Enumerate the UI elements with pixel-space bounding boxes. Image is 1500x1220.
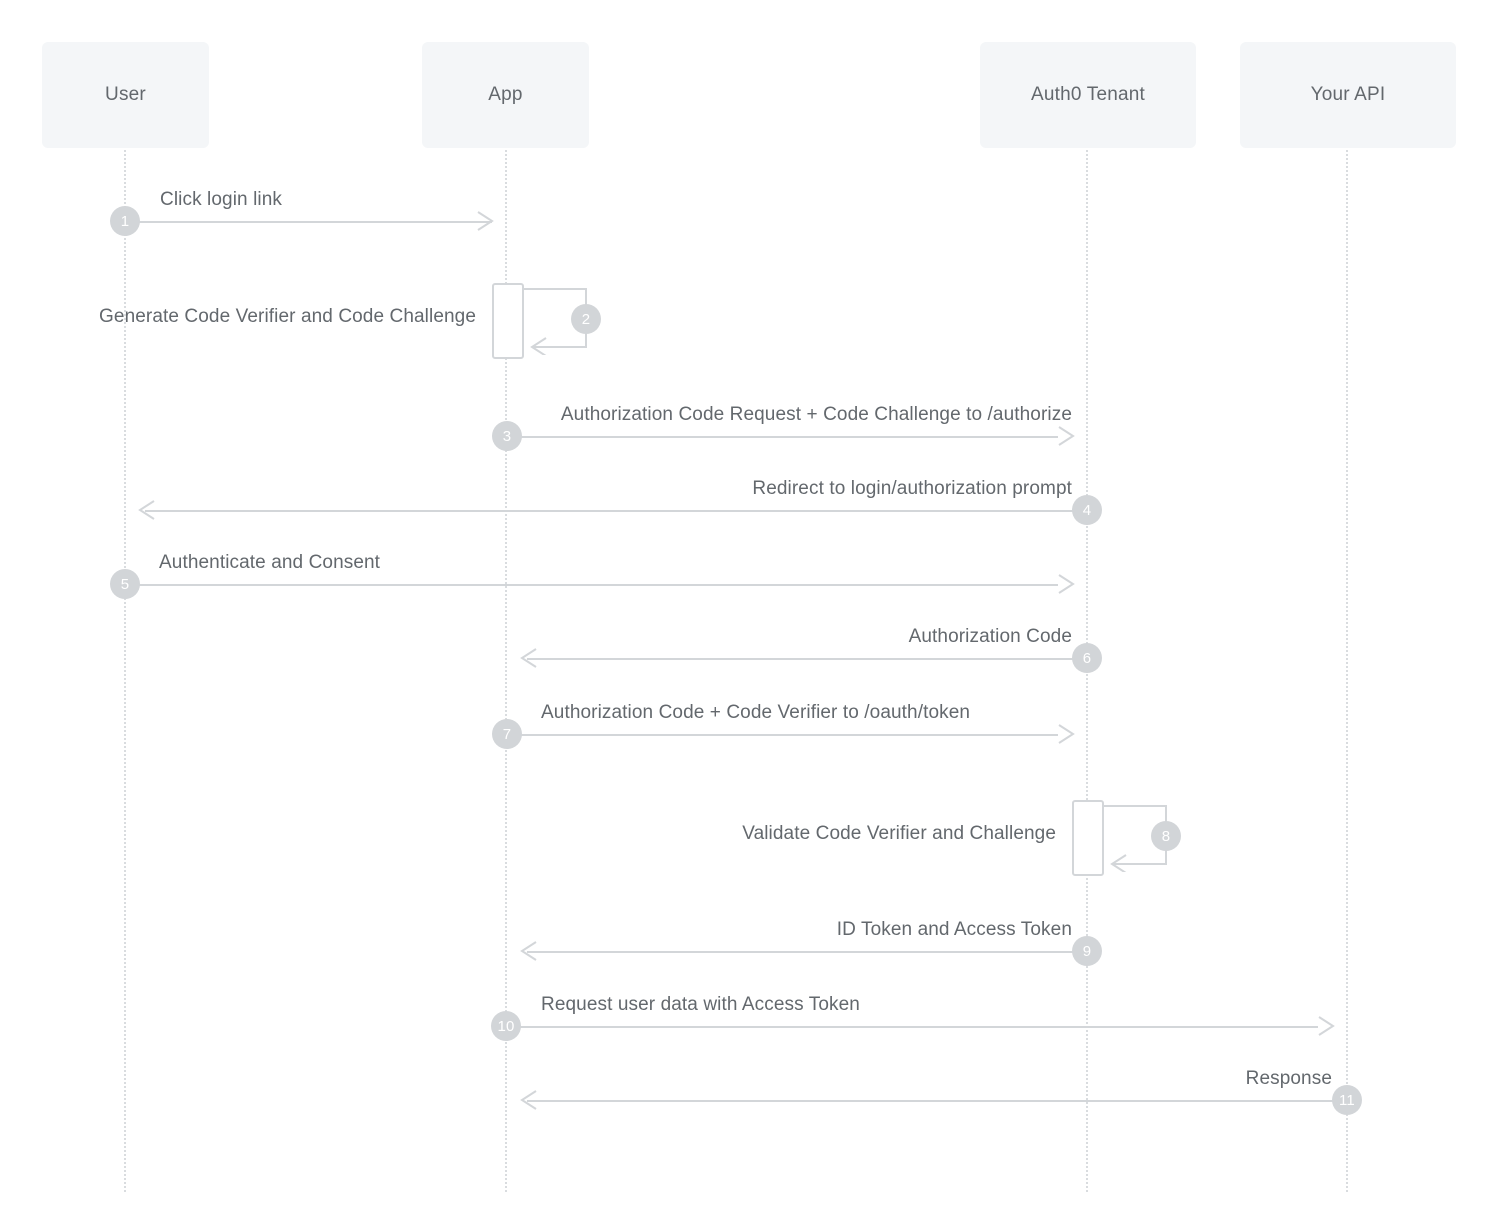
message-arrow-11 <box>527 1100 1347 1102</box>
message-label-8: Validate Code Verifier and Challenge <box>742 823 1056 844</box>
participant-label-auth0-tenant: Auth0 Tenant <box>1030 84 1146 105</box>
message-label-4: Redirect to login/authorization prompt <box>752 478 1072 499</box>
message-arrow-1 <box>124 221 492 223</box>
message-arrow-9 <box>527 951 1087 953</box>
step-badge-3: 3 <box>492 421 522 451</box>
participant-label-user: User <box>105 84 146 105</box>
step-badge-6: 6 <box>1072 643 1102 673</box>
message-arrow-3 <box>506 436 1058 438</box>
participant-label-your-api: Your API <box>1310 84 1386 105</box>
message-arrow-6 <box>527 658 1087 660</box>
message-label-1: Click login link <box>160 189 282 210</box>
step-badge-10: 10 <box>491 1011 521 1041</box>
message-label-9: ID Token and Access Token <box>836 919 1072 940</box>
message-label-10: Request user data with Access Token <box>541 994 860 1015</box>
message-arrow-7 <box>506 734 1058 736</box>
step-badge-7: 7 <box>492 719 522 749</box>
message-label-2: Generate Code Verifier and Code Challeng… <box>99 306 476 327</box>
step-badge-5: 5 <box>110 569 140 599</box>
message-arrow-10 <box>506 1026 1318 1028</box>
activation-box-app <box>492 283 524 359</box>
step-badge-8: 8 <box>1151 821 1181 851</box>
message-label-6: Authorization Code <box>908 626 1072 647</box>
participant-box-app: App <box>422 42 589 148</box>
step-badge-4: 4 <box>1072 495 1102 525</box>
lifeline-user <box>124 150 126 1192</box>
message-label-11: Response <box>1245 1068 1332 1089</box>
step-badge-2: 2 <box>571 304 601 334</box>
message-arrow-4 <box>145 510 1087 512</box>
activation-box-auth0 <box>1072 800 1104 876</box>
participant-box-user: User <box>42 42 209 148</box>
message-label-5: Authenticate and Consent <box>159 552 381 573</box>
step-badge-9: 9 <box>1072 936 1102 966</box>
participant-label-app: App <box>488 84 523 105</box>
lifeline-app <box>505 150 507 1192</box>
message-arrow-5 <box>124 584 1058 586</box>
step-badge-1: 1 <box>110 206 140 236</box>
participant-box-your-api: Your API <box>1240 42 1456 148</box>
message-label-3: Authorization Code Request + Code Challe… <box>560 404 1072 425</box>
participant-box-auth0-tenant: Auth0 Tenant <box>980 42 1196 148</box>
message-label-7: Authorization Code + Code Verifier to /o… <box>541 702 971 723</box>
step-badge-11: 11 <box>1332 1085 1362 1115</box>
lifeline-api <box>1346 150 1348 1192</box>
